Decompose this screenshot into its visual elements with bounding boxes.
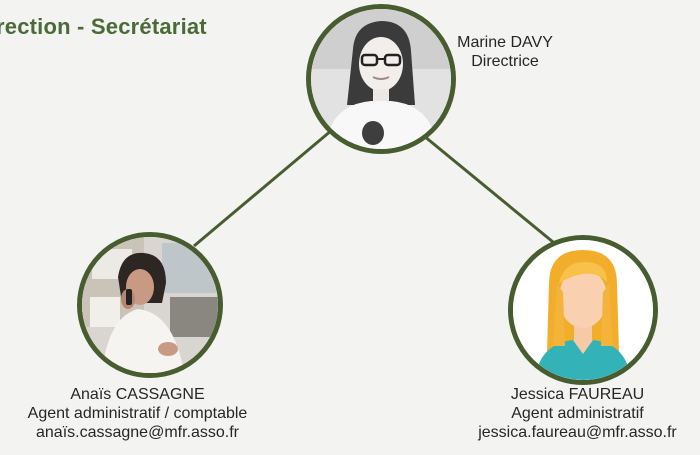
female-avatar-icon [513,240,653,380]
accountant-name: Anaïs CASSAGNE [70,386,205,403]
accountant-avatar [77,232,223,378]
accountant-email[interactable]: anaïs.cassagne@mfr.asso.fr [36,424,239,441]
admin-email[interactable]: jessica.faureau@mfr.asso.fr [478,424,677,441]
director-role: Directrice [471,53,539,70]
portrait-photo-icon [82,237,218,373]
director-name: Marine DAVY [457,34,553,51]
connector-director-admin [423,134,554,244]
director-label: Marine DAVY Directrice [440,33,570,71]
director-avatar [306,4,456,154]
admin-name: Jessica FAUREAU [510,386,645,403]
portrait-photo-icon [311,9,451,149]
connector-director-accountant [193,128,333,248]
admin-avatar [508,235,658,385]
page-title: rection - Secrétariat [0,14,207,39]
admin-role: Agent administratif [511,405,644,422]
accountant-label: Anaïs CASSAGNE Agent administratif / com… [0,385,275,442]
admin-label: Jessica FAUREAU Agent administratif jess… [455,385,700,442]
accountant-role: Agent administratif / comptable [27,405,248,422]
